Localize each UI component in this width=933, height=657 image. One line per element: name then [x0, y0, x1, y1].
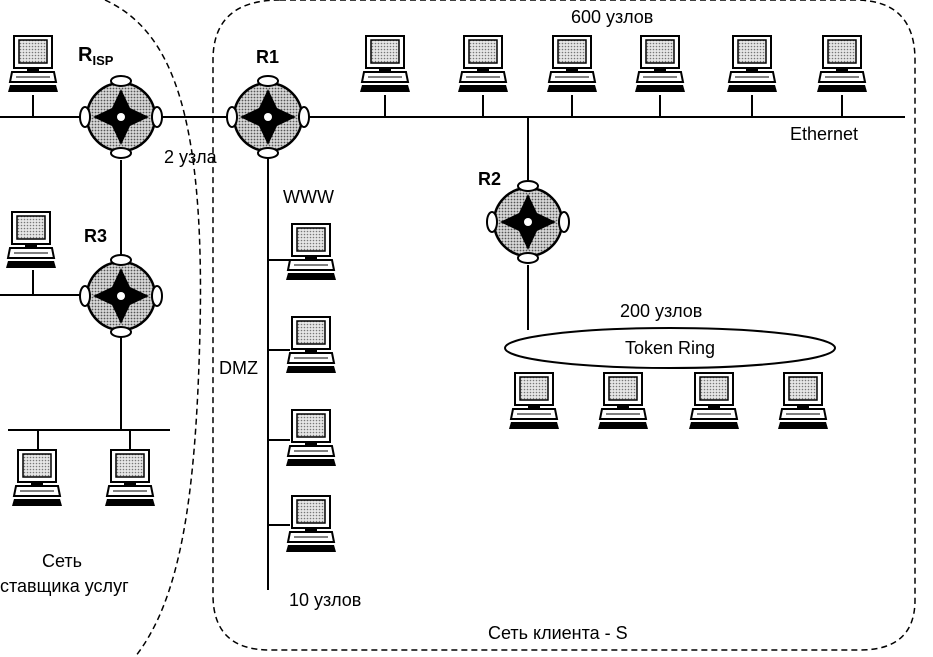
computer-icon	[688, 372, 740, 430]
computer-icon	[7, 35, 59, 93]
token-ring-label: Token Ring	[625, 338, 715, 358]
client-network-boundary	[212, 0, 916, 651]
computer-icon	[285, 223, 337, 281]
router-icon	[78, 253, 164, 339]
computer-icon	[104, 449, 156, 507]
www-label: WWW	[283, 187, 334, 207]
router-r3	[78, 253, 164, 339]
computer-icon	[816, 35, 868, 93]
router-r1	[225, 74, 311, 160]
wires	[0, 95, 905, 590]
router-r3-label: R3	[84, 226, 107, 246]
router-r1-label: R1	[256, 47, 279, 67]
router-icon	[225, 74, 311, 160]
provider-network-label-line1: Сеть	[42, 551, 82, 571]
provider-network-boundary	[104, 0, 202, 657]
computer-icon	[597, 372, 649, 430]
computer-icon	[726, 35, 778, 93]
computer-icon	[634, 35, 686, 93]
router-icon	[485, 179, 571, 265]
two-nodes-label: 2 узла	[164, 147, 218, 167]
computer-icon	[285, 316, 337, 374]
client-network-label: Сеть клиента - S	[488, 623, 628, 643]
computer-icon	[777, 372, 829, 430]
ethernet-node-count-label: 600 узлов	[571, 7, 653, 27]
router-icon	[78, 74, 164, 160]
computer-icon	[285, 409, 337, 467]
token-ring-ellipse	[504, 327, 836, 369]
computer-icon	[359, 35, 411, 93]
ethernet-label: Ethernet	[790, 124, 858, 144]
router-r2	[485, 179, 571, 265]
computer-icon	[457, 35, 509, 93]
token-ring-node-count-label: 200 узлов	[620, 301, 702, 321]
computer-icon	[11, 449, 63, 507]
router-r-isp	[78, 74, 164, 160]
computer-icon	[508, 372, 560, 430]
dmz-node-count-label: 10 узлов	[289, 590, 361, 610]
computer-icon	[285, 495, 337, 553]
computer-icon	[5, 211, 57, 269]
dmz-label: DMZ	[219, 358, 258, 378]
provider-network-label-line2: ставщика услуг	[0, 576, 129, 596]
router-r2-label: R2	[478, 169, 501, 189]
router-r-isp-label: RISP	[78, 44, 114, 68]
computer-icon	[546, 35, 598, 93]
